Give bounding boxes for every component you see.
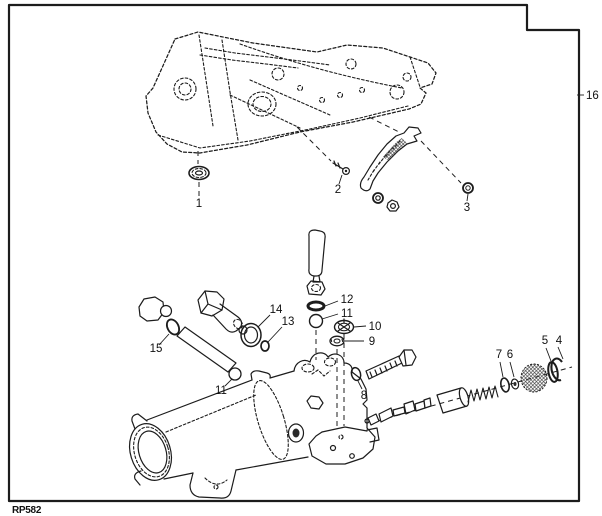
spool-train bbox=[364, 357, 573, 426]
detent-lever-assembly bbox=[296, 116, 474, 212]
callout-16: 16 bbox=[586, 90, 599, 102]
callout-leaders bbox=[158, 94, 584, 390]
o-ring-3 bbox=[462, 182, 474, 194]
callout-3: 3 bbox=[464, 202, 470, 214]
spring-rod bbox=[176, 326, 237, 373]
housing-casting bbox=[145, 31, 437, 154]
callout-2: 2 bbox=[335, 184, 341, 196]
callout-7: 7 bbox=[496, 349, 502, 361]
o-ring-7 bbox=[500, 377, 510, 393]
callout-4: 4 bbox=[556, 335, 563, 347]
callout-11a: 11 bbox=[341, 308, 353, 320]
plate-border bbox=[7, 3, 581, 503]
callout-10: 10 bbox=[369, 321, 382, 333]
cylinder-body bbox=[128, 352, 380, 499]
valve-bolt bbox=[350, 349, 417, 382]
valve-block bbox=[308, 371, 380, 465]
callout-6: 6 bbox=[507, 349, 513, 361]
seal-14 bbox=[240, 322, 262, 348]
callout-12: 12 bbox=[341, 294, 354, 306]
washer-6 bbox=[510, 378, 520, 390]
callout-labels: 1 2 3 4 5 6 7 8 9 10 11 12 13 14 15 16 1… bbox=[150, 90, 599, 402]
callout-9: 9 bbox=[369, 336, 375, 348]
lever-washers bbox=[372, 192, 400, 212]
callout-5: 5 bbox=[542, 335, 548, 347]
callout-8: 8 bbox=[361, 390, 367, 402]
callout-13: 13 bbox=[282, 316, 295, 328]
o-ring-12 bbox=[306, 300, 326, 312]
callout-15: 15 bbox=[150, 343, 163, 355]
fitting-14-mate bbox=[197, 290, 248, 335]
o-ring-11-upper bbox=[308, 313, 324, 329]
figure-code: RP582 bbox=[12, 505, 42, 516]
spring bbox=[467, 385, 499, 403]
cap-10 bbox=[333, 318, 355, 335]
callout-14: 14 bbox=[270, 304, 283, 316]
vertical-plug-stack bbox=[306, 229, 355, 428]
hex-nut bbox=[306, 280, 326, 296]
o-ring-11-lower bbox=[228, 367, 242, 381]
threaded-plug bbox=[308, 229, 326, 277]
o-ring-15 bbox=[165, 318, 181, 336]
left-fittings-group bbox=[138, 290, 270, 381]
o-ring-13 bbox=[260, 340, 270, 352]
pin-2 bbox=[332, 160, 351, 176]
o-ring-8 bbox=[350, 366, 362, 382]
washer-9 bbox=[329, 335, 345, 347]
callout-11b: 11 bbox=[215, 385, 227, 397]
snap-ring-4 bbox=[550, 357, 563, 382]
ball-plug bbox=[520, 363, 548, 393]
o-ring-1 bbox=[188, 151, 210, 196]
callout-1: 1 bbox=[196, 198, 202, 210]
lever-arm bbox=[359, 126, 422, 192]
